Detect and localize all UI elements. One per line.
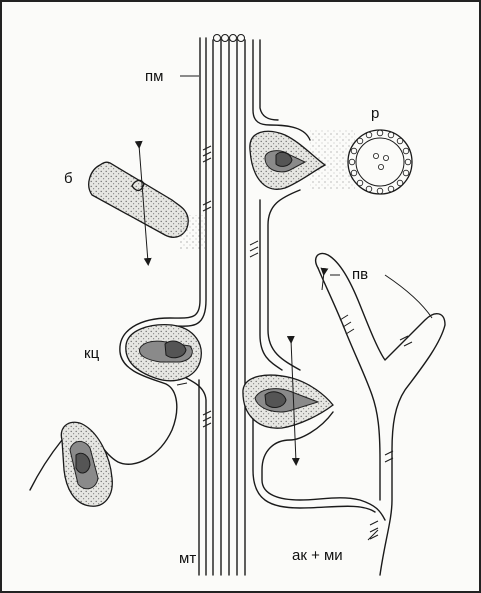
microtubule-bundle <box>213 35 245 576</box>
bacterium <box>89 145 205 262</box>
branching-process <box>316 253 445 575</box>
label-ak-mi: ак + ми <box>292 547 343 564</box>
label-b: б <box>64 170 73 187</box>
label-kc: кц <box>84 345 100 362</box>
ciliated-cell-lower <box>243 340 333 462</box>
label-pv: пв <box>352 266 368 283</box>
label-pm: пм <box>145 68 163 85</box>
ring-organism <box>310 130 412 194</box>
label-mt: мт <box>179 550 196 567</box>
ciliated-cell-bottom-left <box>30 422 112 506</box>
label-r: р <box>371 105 379 122</box>
